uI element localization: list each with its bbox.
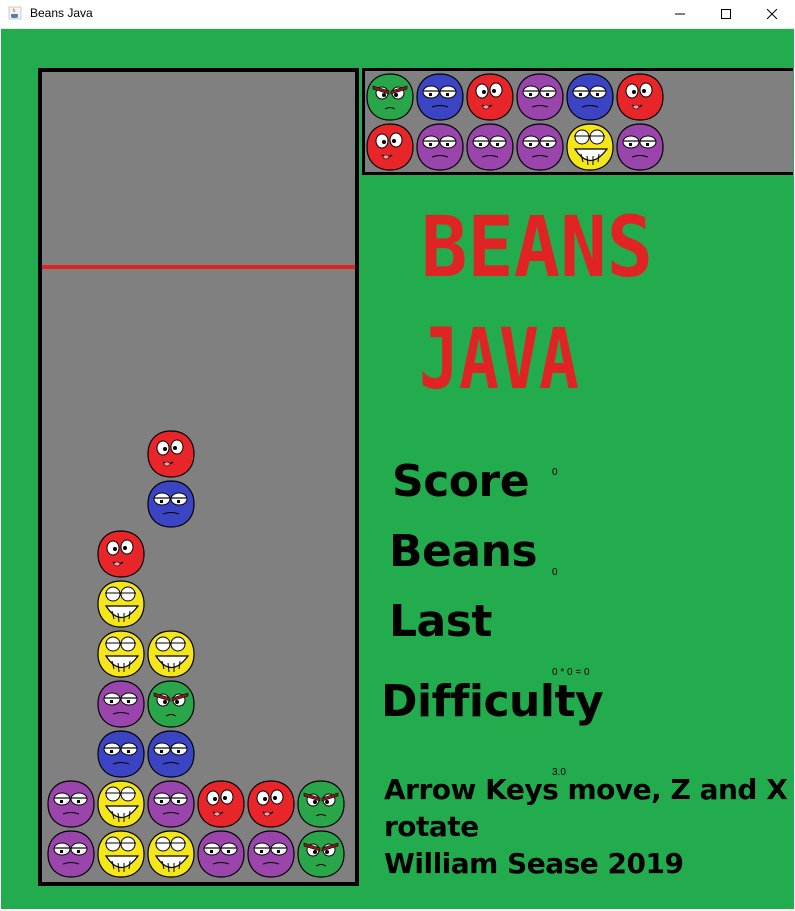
settled-bean-yellow xyxy=(96,829,146,879)
next-bean-blue xyxy=(415,72,465,122)
maximize-icon xyxy=(721,9,731,19)
next-bean-red xyxy=(465,72,515,122)
next-beans-preview xyxy=(362,68,793,175)
settled-bean-purple xyxy=(46,779,96,829)
next-bean-purple xyxy=(465,122,515,172)
credits-line: William Sease 2019 xyxy=(384,847,684,880)
next-bean-red xyxy=(615,72,665,122)
game-area: BEANS JAVA Score 0 Beans 0 Last 0 * 0 = … xyxy=(1,29,794,909)
settled-bean-blue xyxy=(146,729,196,779)
settled-bean-yellow xyxy=(146,829,196,879)
settled-bean-yellow xyxy=(146,629,196,679)
next-bean-blue xyxy=(565,72,615,122)
settled-bean-purple xyxy=(46,829,96,879)
instructions: Arrow Keys move, Z and X rotate William … xyxy=(384,771,788,882)
settled-bean-yellow xyxy=(96,779,146,829)
settled-bean-red xyxy=(246,779,296,829)
settled-bean-green xyxy=(296,829,346,879)
settled-bean-purple xyxy=(246,829,296,879)
settled-bean-green xyxy=(296,779,346,829)
next-bean-red xyxy=(365,122,415,172)
next-bean-green xyxy=(365,72,415,122)
java-app-icon xyxy=(8,6,22,20)
next-bean-purple xyxy=(515,72,565,122)
minimize-icon xyxy=(675,13,685,15)
difficulty-value: 3.0 xyxy=(552,767,566,778)
settled-bean-green xyxy=(146,679,196,729)
last-label: Last xyxy=(389,596,492,647)
falling-bean-red xyxy=(146,429,196,479)
logo-line-2: JAVA xyxy=(419,310,579,394)
next-bean-yellow xyxy=(565,122,615,172)
maximize-button[interactable] xyxy=(703,0,749,28)
instructions-line-2: rotate xyxy=(384,810,479,843)
last-value: 0 * 0 = 0 xyxy=(552,667,590,678)
score-value: 0 xyxy=(552,467,558,478)
next-bean-purple xyxy=(615,122,665,172)
settled-bean-purple xyxy=(196,829,246,879)
logo-line-1: BEANS xyxy=(421,204,653,296)
settled-bean-blue xyxy=(96,729,146,779)
close-icon xyxy=(767,9,777,19)
difficulty-label: Difficulty xyxy=(381,676,604,727)
danger-line xyxy=(42,265,355,269)
falling-bean-blue xyxy=(146,479,196,529)
settled-bean-red xyxy=(96,529,146,579)
beans-value: 0 xyxy=(552,567,558,578)
title-bar: Beans Java xyxy=(0,0,795,29)
next-bean-purple xyxy=(415,122,465,172)
settled-bean-purple xyxy=(146,779,196,829)
score-label: Score xyxy=(392,456,530,507)
close-button[interactable] xyxy=(749,0,795,28)
minimize-button[interactable] xyxy=(657,0,703,28)
window-title: Beans Java xyxy=(30,6,93,20)
beans-label: Beans xyxy=(389,526,538,577)
settled-bean-red xyxy=(196,779,246,829)
beans-java-logo: BEANS JAVA xyxy=(419,204,653,394)
instructions-line-1: Arrow Keys move, Z and X xyxy=(384,773,788,806)
game-well[interactable] xyxy=(38,68,359,886)
next-bean-purple xyxy=(515,122,565,172)
settled-bean-yellow xyxy=(96,629,146,679)
settled-bean-purple xyxy=(96,679,146,729)
settled-bean-yellow xyxy=(96,579,146,629)
